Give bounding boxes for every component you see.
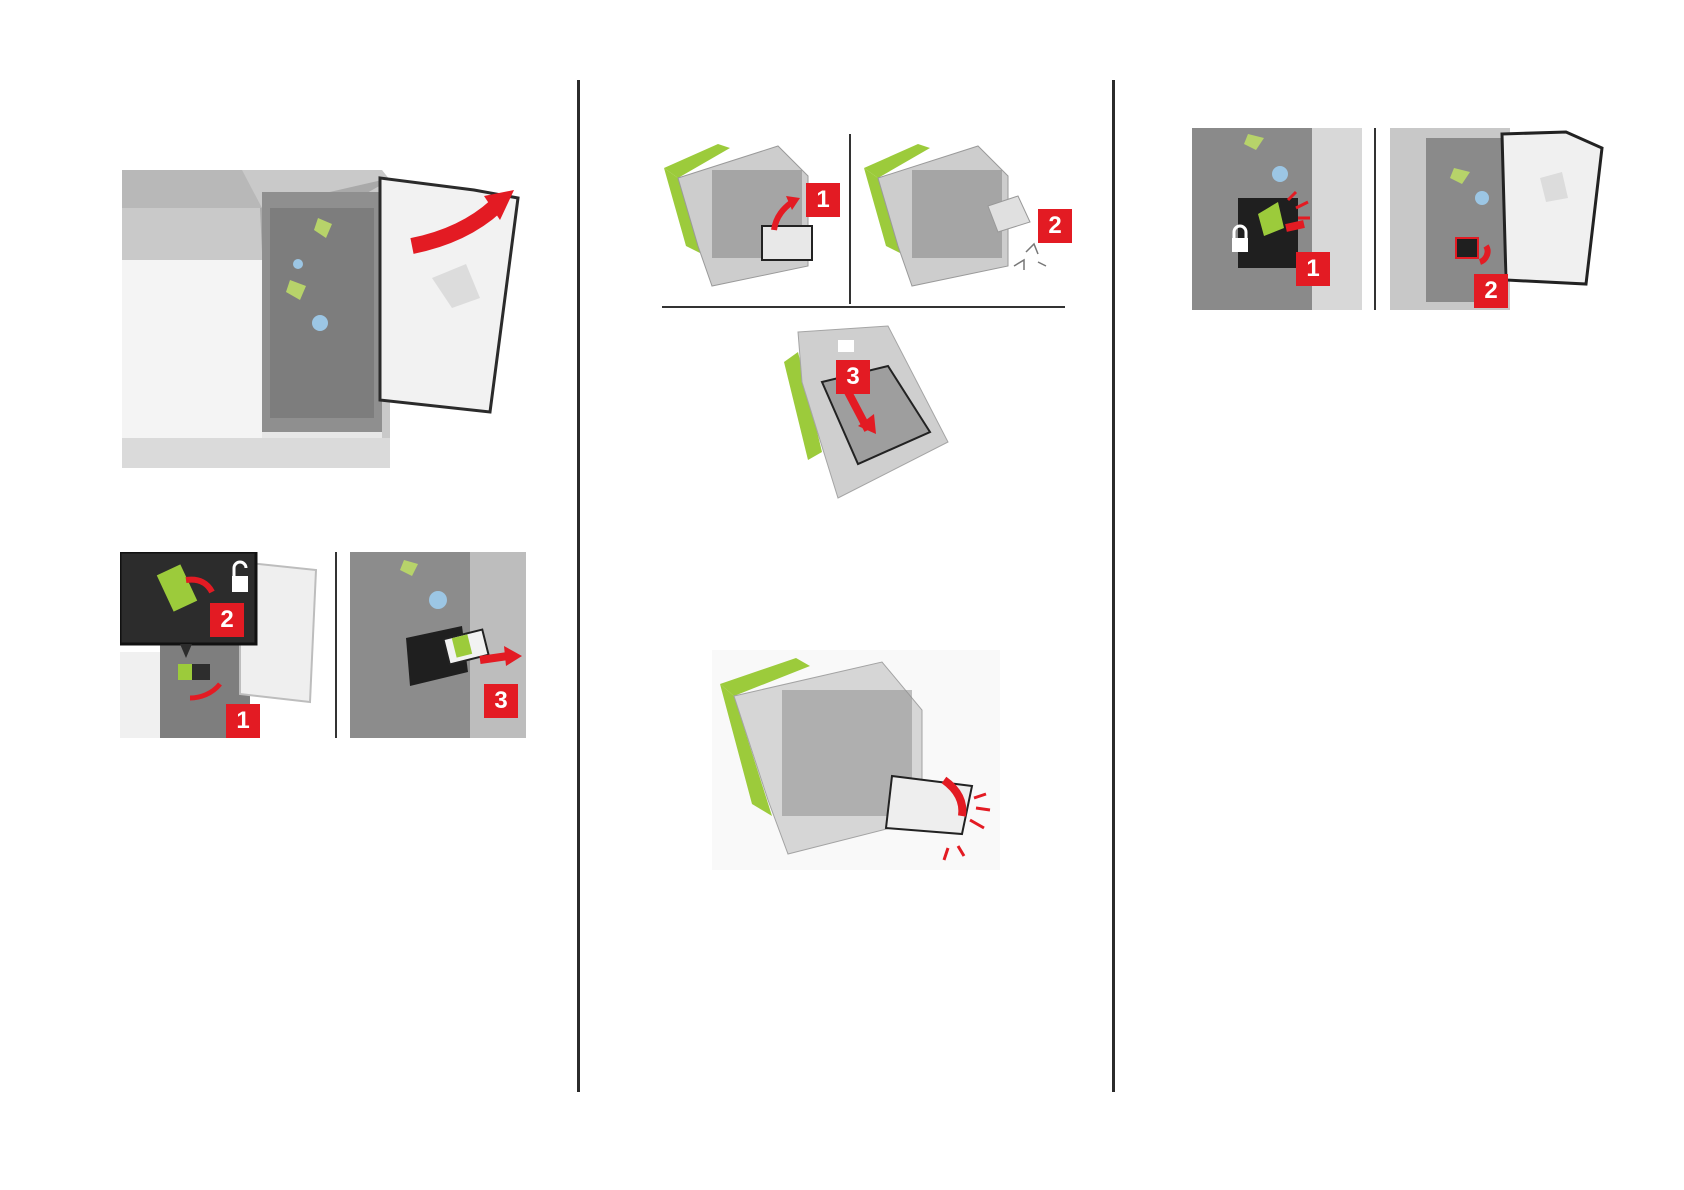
step-badge-3: 3 [484, 684, 518, 718]
sub-figure-divider [335, 552, 337, 738]
column-divider-right [1112, 80, 1115, 1092]
remove-loose-staples-illustration [858, 136, 1058, 296]
sub-figure-divider-horizontal [662, 306, 1065, 308]
step-badge-1: 1 [1296, 252, 1330, 286]
sub-figure-divider [849, 134, 851, 304]
sub-figure-divider [1374, 128, 1376, 310]
step-badge-3: 3 [836, 360, 870, 394]
column-divider-left [577, 80, 580, 1092]
step-badge-1: 1 [226, 704, 260, 738]
close-cartridge-click-illustration [712, 650, 1000, 870]
lock-staple-cartridge-illustration [1192, 128, 1362, 310]
open-finisher-door-illustration [122, 168, 522, 476]
step-badge-1: 1 [806, 183, 840, 217]
step-badge-2: 2 [1474, 274, 1508, 308]
step-badge-2: 2 [210, 603, 244, 637]
insert-staple-pack-illustration [778, 322, 954, 512]
step-badge-2: 2 [1038, 209, 1072, 243]
